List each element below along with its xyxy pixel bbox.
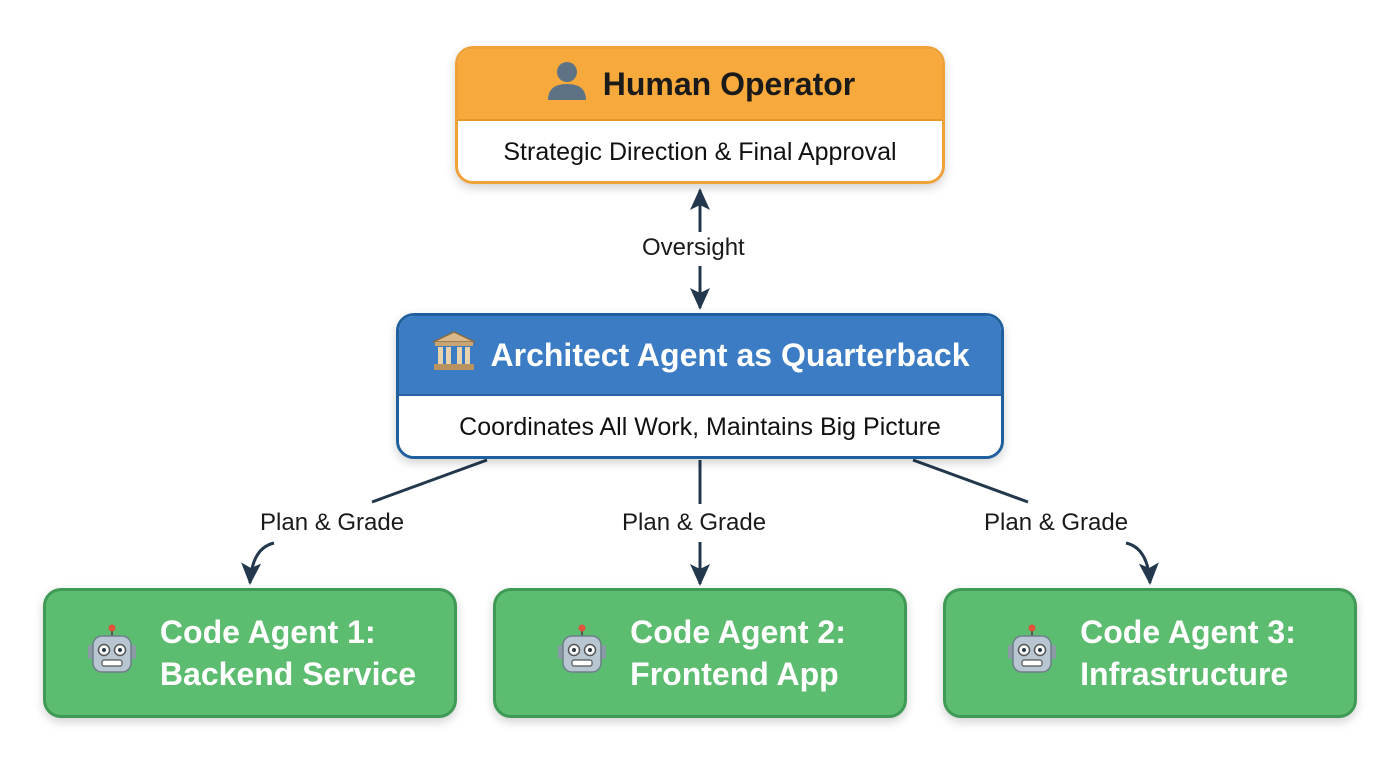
human-operator-node: Human Operator Strategic Direction & Fin… [455,46,945,184]
code-agent-3-node: Code Agent 3: Infrastructure [943,588,1357,718]
code-agent-2-title: Code Agent 2: Frontend App [630,611,846,695]
edge-to-agent-3-arrow [1125,541,1159,585]
human-operator-subtitle: Strategic Direction & Final Approval [458,121,942,181]
code-agent-2-node: Code Agent 2: Frontend App [493,588,907,718]
robot-icon [554,623,610,684]
code-agent-2-role: Frontend App [630,656,839,692]
robot-icon [84,623,140,684]
architect-agent-header: Architect Agent as Quarterback [399,316,1001,396]
edge-to-agent-1 [371,458,488,504]
classical-building-icon [431,330,477,380]
plan-grade-label-3: Plan & Grade [978,507,1135,539]
code-agent-1-node: Code Agent 1: Backend Service [43,588,457,718]
code-agent-3-role: Infrastructure [1080,656,1289,692]
plan-grade-label-1: Plan & Grade [254,507,411,539]
plan-grade-label-2: Plan & Grade [616,507,773,539]
code-agent-1-role: Backend Service [159,656,417,692]
architect-agent-title: Architect Agent as Quarterback [490,336,970,373]
architect-agent-node: Architect Agent as Quarterback Coordinat… [396,313,1004,459]
code-agent-3-name: Code Agent 3: [1080,614,1296,650]
person-icon [545,58,589,110]
code-agent-1-title: Code Agent 1: Backend Service [160,611,416,695]
code-agent-1-name: Code Agent 1: [159,614,376,650]
edge-to-agent-1-arrow [241,541,275,585]
code-agent-2-name: Code Agent 2: [630,614,846,650]
human-operator-header: Human Operator [458,49,942,121]
human-operator-title: Human Operator [602,65,856,102]
edge-to-agent-3 [912,458,1029,504]
robot-icon [1004,623,1060,684]
architect-agent-subtitle: Coordinates All Work, Maintains Big Pict… [399,396,1001,456]
oversight-label: Oversight [636,232,751,264]
code-agent-3-title: Code Agent 3: Infrastructure [1080,611,1296,695]
